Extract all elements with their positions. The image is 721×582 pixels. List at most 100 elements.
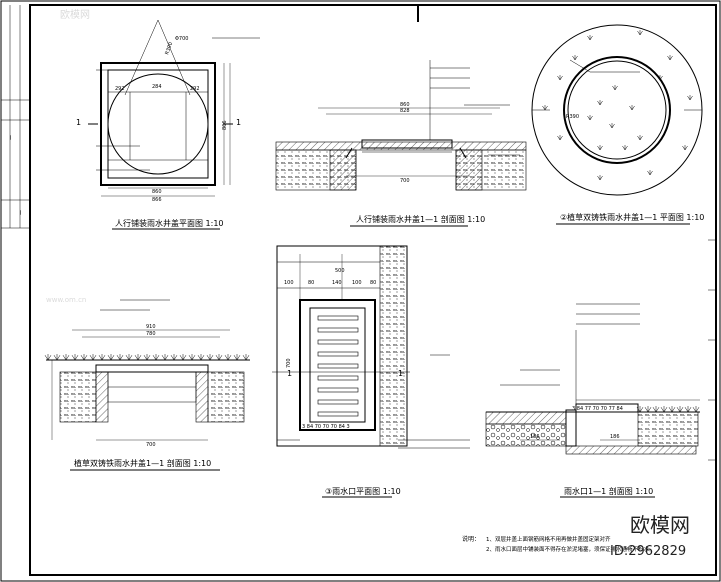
grass-tuft xyxy=(644,406,652,413)
grass-tuft xyxy=(667,55,673,61)
grass-tuft xyxy=(637,135,643,141)
grass-tuft xyxy=(152,354,160,361)
grass-tuft xyxy=(44,354,52,361)
grass-tuft xyxy=(224,354,232,361)
grass-tuft xyxy=(637,30,643,36)
grass-tuft xyxy=(684,406,692,413)
plan1-dim-left: 292 xyxy=(115,86,125,92)
grass-tuft xyxy=(687,95,693,101)
drain-slot xyxy=(317,351,359,357)
title-section4: 植草双铸铁雨水井盖1—1 剖面图 1:10 xyxy=(74,458,211,468)
section2-dim-c: 700 xyxy=(400,178,410,184)
section4-dim-c: 700 xyxy=(146,442,156,448)
plan5-dim-c: 80 xyxy=(308,280,314,286)
grass-tuft xyxy=(242,354,250,361)
section6-dim-a: 186 xyxy=(530,434,540,440)
plan1-dim-w2: 866 xyxy=(152,197,162,203)
grass-tuft xyxy=(636,406,644,413)
drain-slot xyxy=(317,411,359,417)
plan1-mark-right: 1 xyxy=(236,118,241,127)
watermark-brand: 欧模网 xyxy=(60,9,90,21)
grass-tuft xyxy=(660,406,668,413)
note-2: 2、雨水口面层中铺装面不得存在淤泥堵塞，须保证排水通畅不积水。 xyxy=(486,545,655,553)
section6-dim-top: 3 84 77 70 70 77 84 xyxy=(572,406,623,412)
section6-labels: 3 84 77 70 70 77 84 186 186 xyxy=(530,406,623,440)
drain-slot xyxy=(317,399,359,405)
plan5-dim-d: 140 xyxy=(332,280,342,286)
watermark-site: www.om.cn xyxy=(46,296,86,304)
grass-tuft xyxy=(215,354,223,361)
grass-tuft xyxy=(188,354,196,361)
note-1: 1、双层井盖上面钢筋网格不用再做井盖固定架对齐 xyxy=(486,535,611,543)
grass-tuft xyxy=(682,145,688,151)
grass-tuft xyxy=(597,100,603,106)
grass-tuft xyxy=(53,354,61,361)
watermark-layer: 欧模网 www.om.cn 欧模网 ID:2962829 xyxy=(46,9,690,559)
grass-tuft xyxy=(206,354,214,361)
drain-slot xyxy=(317,339,359,345)
right-edge-ticks xyxy=(708,239,716,461)
section6-dim-b: 186 xyxy=(610,434,620,440)
grass-tuft xyxy=(98,354,106,361)
section-grass-cover xyxy=(46,299,250,441)
grass-tuft xyxy=(612,85,618,91)
plan1-dim-right: 292 xyxy=(190,86,200,92)
drain-slot xyxy=(317,315,359,321)
grass-tuft xyxy=(107,354,115,361)
grass-tuft xyxy=(197,354,205,361)
grass-tuft xyxy=(597,175,603,181)
grass-tuft xyxy=(657,75,663,81)
notes-label: 说明： xyxy=(462,535,480,543)
title-plan1: 人行铺装雨水井盖平面图 1:10 xyxy=(115,218,224,228)
grass-tuft xyxy=(692,406,700,413)
grass-marks-plan xyxy=(542,30,693,181)
watermark-id: ID:2962829 xyxy=(610,544,686,559)
grass-tuft xyxy=(161,354,169,361)
title-plan3: ②植草双铸铁雨水井盖1—1 平面图 1:10 xyxy=(560,212,704,222)
plan5-mark-left: 1 xyxy=(287,369,292,378)
section4-dim-b: 780 xyxy=(146,331,156,337)
drain-slot xyxy=(317,363,359,369)
grass-tuft xyxy=(80,354,88,361)
plan1-dim-w: 860 xyxy=(152,189,162,195)
plan5-labels: 500 100 80 140 100 80 700 3 84 70 70 70 … xyxy=(284,268,403,430)
grass-tuft xyxy=(170,354,178,361)
title-strip-text: — — xyxy=(8,135,24,215)
plan5-dim-row: 3 84 70 70 70 84 3 xyxy=(302,424,350,430)
grass-tuft xyxy=(557,75,563,81)
grass-tuft xyxy=(647,170,653,176)
grass-tuft xyxy=(116,354,124,361)
plan1-r: R390 xyxy=(164,41,174,55)
title-section2: 人行铺装雨水井盖1—1 剖面图 1:10 xyxy=(356,214,485,224)
grass-tuft xyxy=(668,406,676,413)
plan3-r: R390 xyxy=(566,114,579,120)
grass-tuft xyxy=(233,354,241,361)
grass-tuft xyxy=(143,354,151,361)
plan1-dim-h: 866 xyxy=(222,120,228,130)
grass-tuft xyxy=(542,105,548,111)
grass-tuft xyxy=(179,354,187,361)
grass-tuft xyxy=(62,354,70,361)
drain-slot xyxy=(317,387,359,393)
section4-labels: 910 780 700 xyxy=(146,324,156,448)
grass-tuft xyxy=(597,145,603,151)
plan-paving-manhole xyxy=(88,19,260,197)
plan5-dim-a: 500 xyxy=(335,268,345,274)
title-strip-ticks xyxy=(1,99,30,229)
title-section6: 雨水口1—1 剖面图 1:10 xyxy=(564,486,653,496)
grass-tuft xyxy=(587,115,593,121)
notes-block: 说明： 1、双层井盖上面钢筋网格不用再做井盖固定架对齐 2、雨水口面层中铺装面不… xyxy=(462,535,655,553)
grass-tuft xyxy=(557,135,563,141)
grass-tuft xyxy=(676,406,684,413)
watermark-brand-large: 欧模网 xyxy=(630,513,690,537)
grass-marks-section4 xyxy=(44,354,250,361)
section2-dim-b: 828 xyxy=(400,108,410,114)
grass-tuft xyxy=(71,354,79,361)
plan5-dim-b: 100 xyxy=(284,280,294,286)
grass-tuft xyxy=(572,55,578,61)
grass-tuft xyxy=(629,105,635,111)
drain-slot xyxy=(317,375,359,381)
plan1-dim-c: 284 xyxy=(152,84,162,90)
